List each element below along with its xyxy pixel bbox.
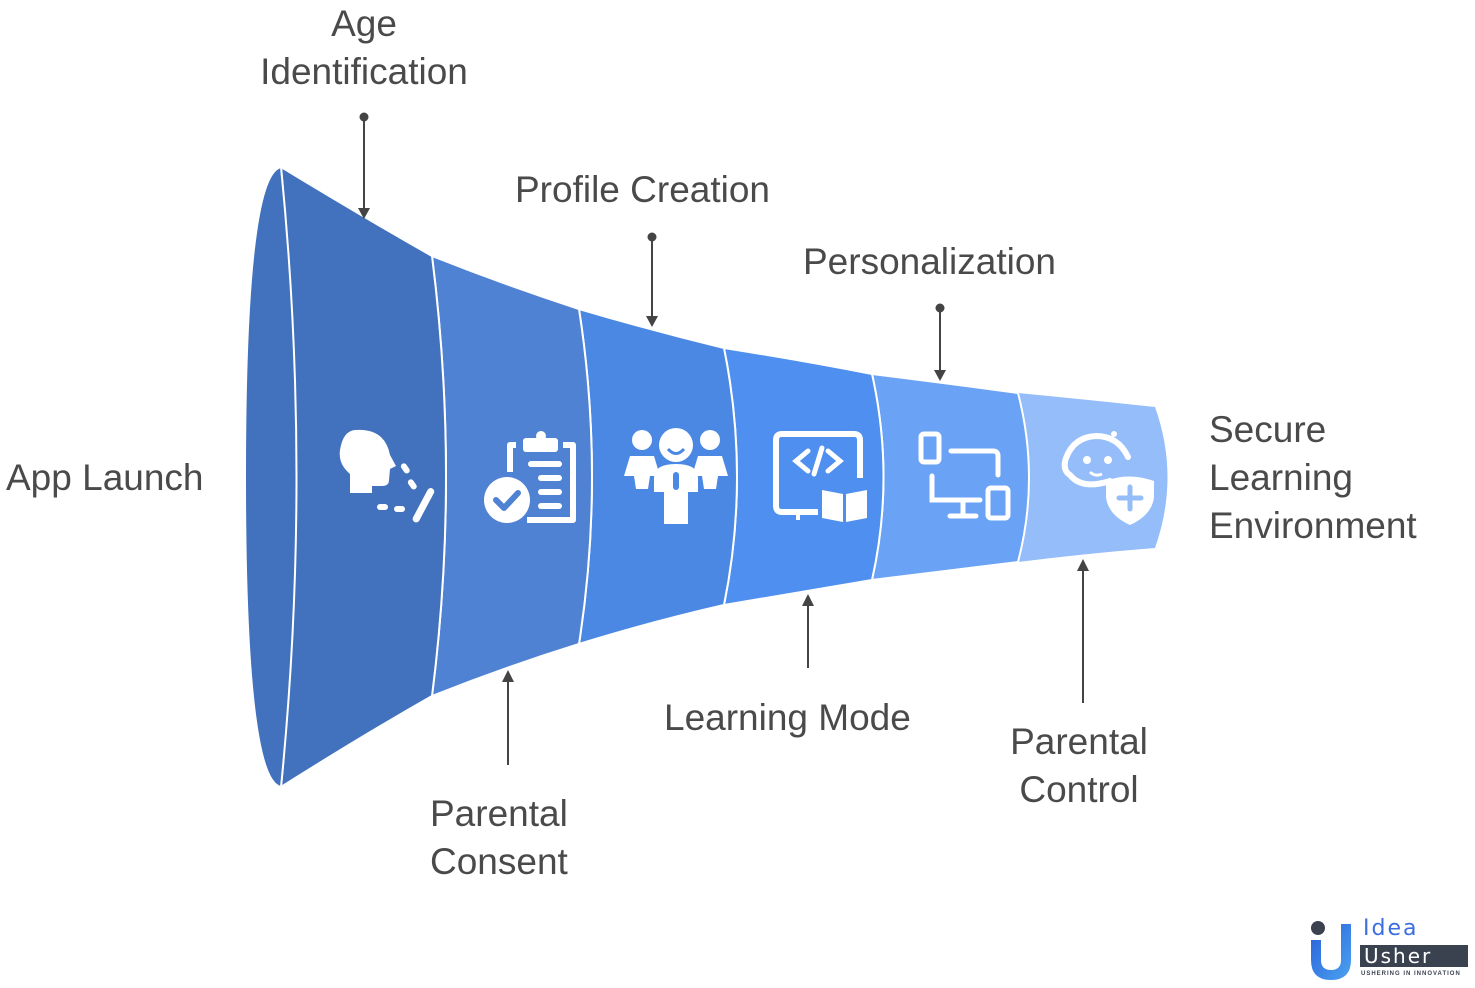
label-control-line2: Control bbox=[1019, 769, 1139, 810]
baby-shield-icon bbox=[1061, 431, 1154, 525]
label-consent-line2: Consent bbox=[430, 841, 568, 882]
clipboard-check-icon bbox=[484, 431, 576, 523]
label-control-line1: Parental bbox=[1010, 721, 1148, 762]
label-learning-mode: Learning Mode bbox=[664, 697, 911, 738]
pointer-age-identification bbox=[358, 112, 370, 219]
code-monitor-book-icon bbox=[773, 431, 867, 522]
pointer-learning-mode bbox=[802, 594, 814, 668]
label-secure-learning-environment: Secure Learning Environment bbox=[1209, 406, 1417, 550]
label-age-line2: Identification bbox=[260, 51, 468, 92]
logo-word-usher: Usher bbox=[1360, 945, 1468, 967]
funnel-segment-2 bbox=[430, 254, 593, 698]
pointer-profile-creation bbox=[646, 232, 658, 327]
label-secure-line2: Learning bbox=[1209, 457, 1354, 498]
pointer-parental-control bbox=[1077, 559, 1089, 703]
label-parental-control: Parental Control bbox=[1000, 718, 1158, 814]
label-secure-line1: Secure bbox=[1209, 409, 1327, 450]
label-parental-consent: Parental Consent bbox=[430, 790, 568, 886]
label-personalization: Personalization bbox=[803, 241, 1056, 282]
label-consent-line1: Parental bbox=[430, 793, 568, 834]
device-network-icon bbox=[918, 431, 1011, 521]
logo-u-mark-icon bbox=[1311, 921, 1351, 980]
pointer-parental-consent bbox=[502, 670, 514, 765]
idea-usher-logo: Idea Usher USHERING IN INNOVATION bbox=[1305, 918, 1470, 984]
label-profile-creation: Profile Creation bbox=[515, 169, 771, 210]
label-secure-line3: Environment bbox=[1209, 505, 1417, 546]
funnel-segment-6 bbox=[1018, 393, 1168, 562]
logo-word-idea: Idea bbox=[1363, 916, 1419, 941]
label-age-identification: Age Identification bbox=[248, 0, 480, 96]
label-age-line1: Age bbox=[331, 3, 397, 44]
funnel-mouth bbox=[243, 165, 298, 789]
logo-tagline: USHERING IN INNOVATION bbox=[1361, 971, 1461, 977]
funnel-segment-5 bbox=[870, 372, 1030, 582]
pointer-personalization bbox=[934, 303, 946, 381]
head-speaking-icon bbox=[339, 429, 435, 523]
label-app-launch: App Launch bbox=[6, 457, 204, 498]
group-people-icon bbox=[624, 428, 728, 524]
